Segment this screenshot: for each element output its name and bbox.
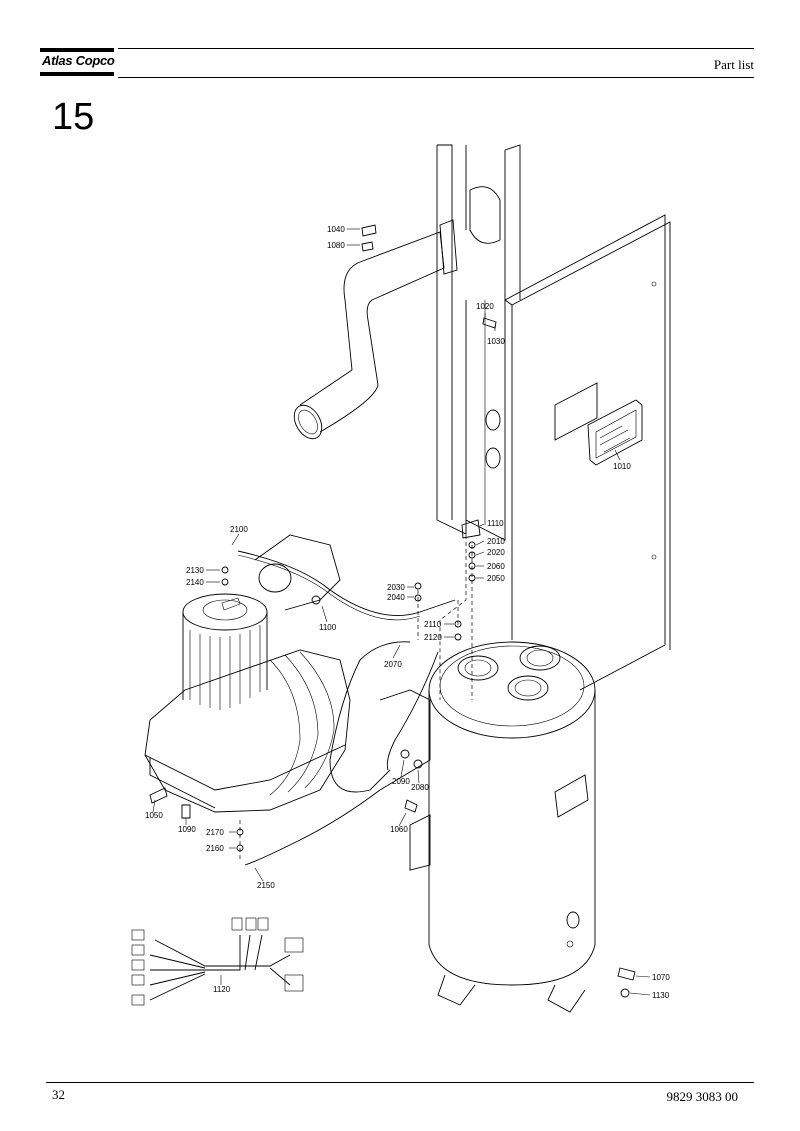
- callout-1040: 1040: [327, 225, 345, 234]
- callout-2150: 2150: [257, 881, 275, 890]
- fittings: [149, 224, 636, 998]
- callout-2160: 2160: [206, 844, 224, 853]
- air-receiver-vessel: [379, 641, 596, 1013]
- logo-text: Atlas Copco: [42, 53, 115, 68]
- callout-2010: 2010: [487, 537, 505, 546]
- callout-1030: 1030: [487, 337, 505, 346]
- cable-harness: [131, 917, 304, 1006]
- hoses: [237, 550, 456, 866]
- callout-2030: 2030: [387, 583, 405, 592]
- control-panel: [587, 399, 643, 466]
- figure-number: 15: [52, 96, 95, 138]
- logo-bar-top: [40, 48, 114, 52]
- callout-2050: 2050: [487, 574, 505, 583]
- callout-1100: 1100: [319, 623, 337, 632]
- callout-2100: 2100: [230, 525, 248, 534]
- callout-2140: 2140: [186, 578, 204, 587]
- callout-2060: 2060: [487, 562, 505, 571]
- footer-document-number: 9829 3083 00: [666, 1089, 739, 1104]
- header-rule-bottom: [118, 77, 754, 78]
- frame-column: [436, 144, 521, 541]
- callout-2110: 2110: [424, 620, 442, 629]
- callout-2080: 2080: [411, 783, 429, 792]
- callout-2040: 2040: [387, 593, 405, 602]
- callout-1070: 1070: [652, 973, 670, 982]
- header-rule-top: [118, 48, 754, 49]
- callout-1050: 1050: [145, 811, 163, 820]
- callout-1060: 1060: [390, 825, 408, 834]
- callout-2090: 2090: [392, 777, 410, 786]
- logo-bar-bottom: [40, 72, 114, 76]
- callout-1080: 1080: [327, 241, 345, 250]
- compressor-element: [144, 534, 351, 813]
- callout-1010: 1010: [613, 462, 631, 471]
- callout-1120: 1120: [213, 985, 231, 994]
- section-title: Part list: [713, 57, 754, 72]
- callout-2170: 2170: [206, 828, 224, 837]
- callout-2020: 2020: [487, 548, 505, 557]
- footer-page-number: 32: [52, 1087, 65, 1102]
- callout-2070: 2070: [384, 660, 402, 669]
- side-panel: [504, 214, 671, 691]
- callout-1110: 1110: [487, 519, 504, 528]
- callout-1090: 1090: [178, 825, 196, 834]
- leader-lines: [152, 228, 651, 996]
- callout-1130: 1130: [652, 991, 670, 1000]
- callout-labels: 1040 1080 1020 1030 1010 1110 2010 2020 …: [145, 225, 670, 1000]
- atlas-copco-logo: Atlas Copco: [40, 48, 115, 76]
- callout-1020: 1020: [476, 302, 494, 311]
- callout-2130: 2130: [186, 566, 204, 575]
- callout-2120: 2120: [424, 633, 442, 642]
- assembly-lines: [239, 535, 473, 860]
- footer-rule: [46, 1082, 754, 1083]
- outlet-pipe: [293, 219, 458, 440]
